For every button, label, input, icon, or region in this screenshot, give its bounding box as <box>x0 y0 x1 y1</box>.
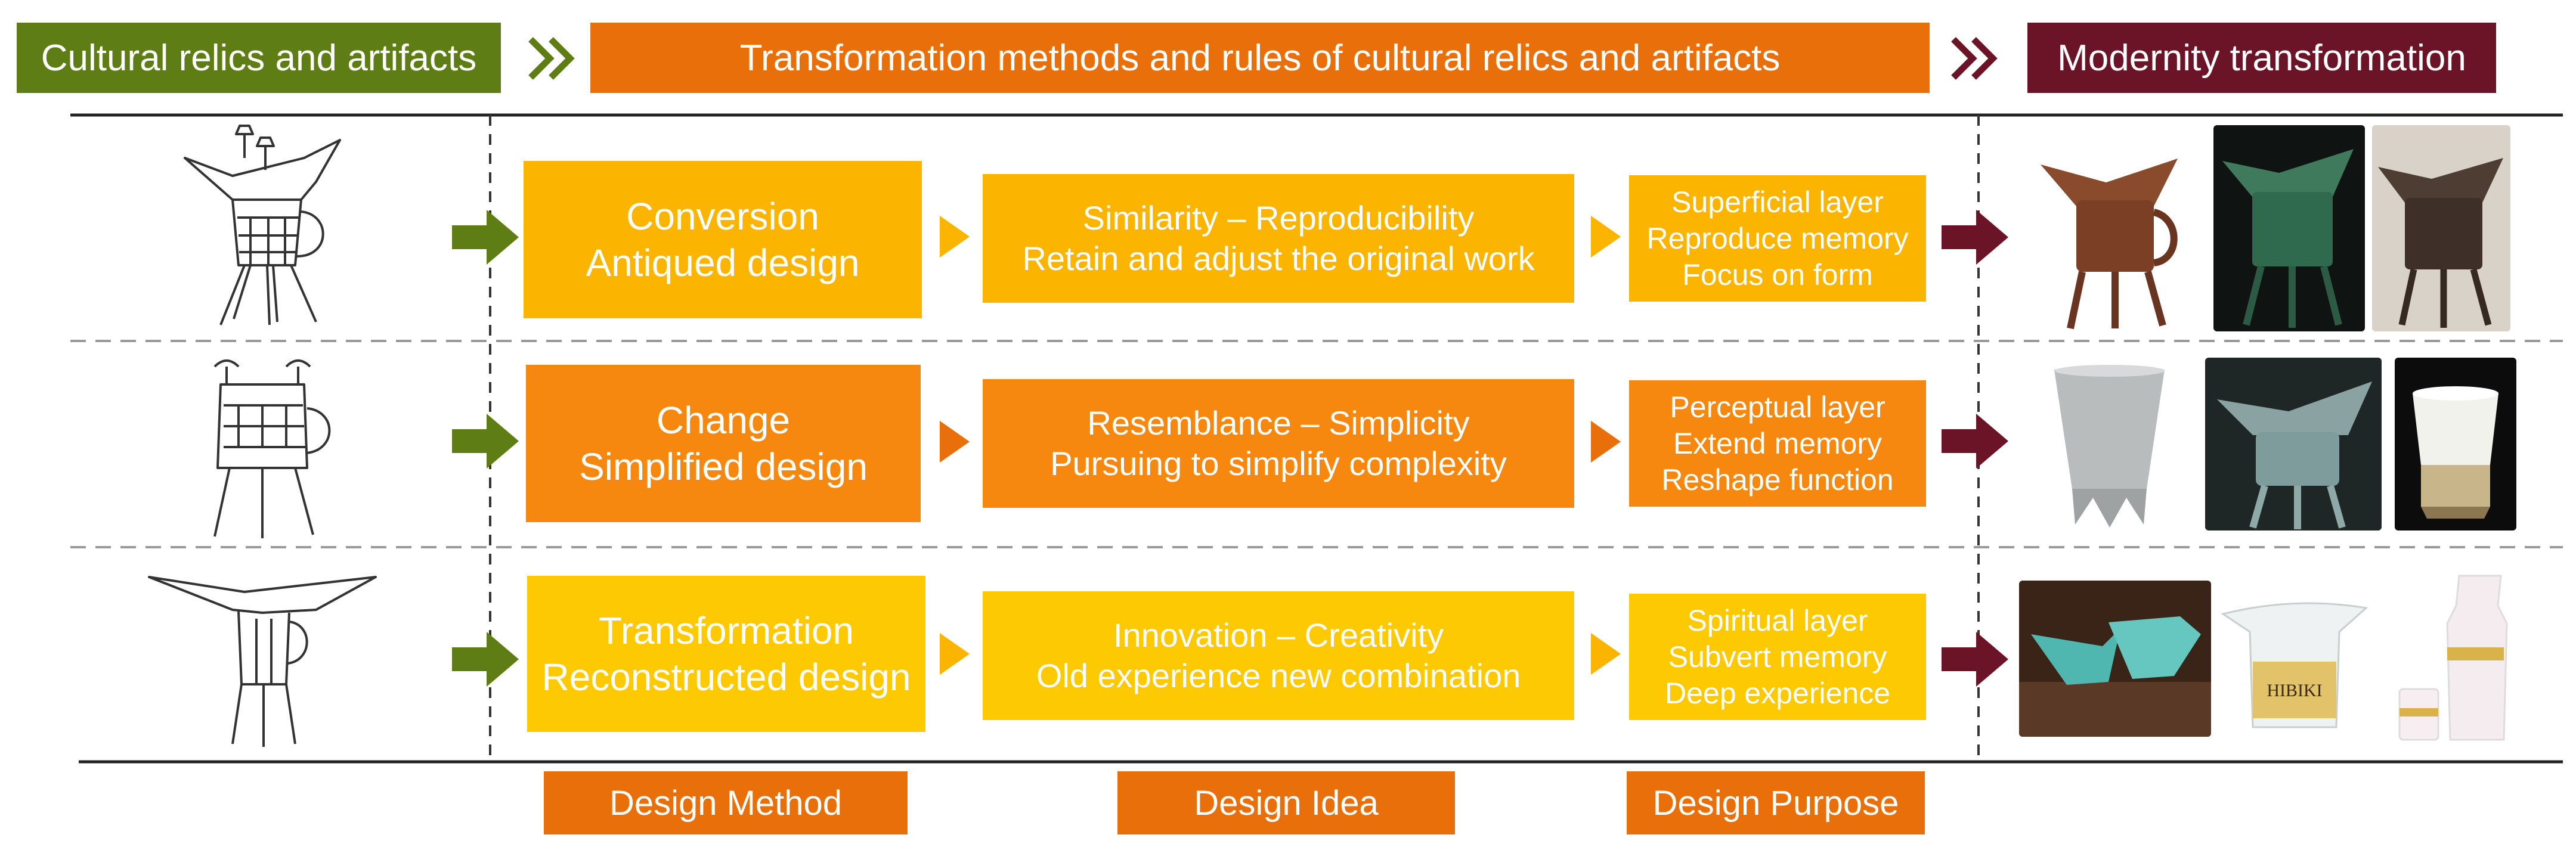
photo-sake-bottle-set <box>2388 570 2514 745</box>
idea-line: Pursuing to simplify complexity <box>1050 445 1507 482</box>
purpose-line: Reshape function <box>1661 463 1894 497</box>
idea-line: Similarity – Reproducibility <box>1082 198 1475 237</box>
idea-line: Resemblance – Simplicity <box>1087 404 1470 442</box>
method-title: Transformation <box>599 609 854 652</box>
label-design-idea: Design Idea <box>1117 771 1455 835</box>
purpose-line: Perceptual layer <box>1670 390 1885 424</box>
triangle-right-icon <box>1591 421 1621 463</box>
jue-vessel-sketch-patterned <box>197 349 346 539</box>
purpose-box-perceptual: Perceptual layer Extend memory Reshape f… <box>1629 380 1926 507</box>
triangle-right-icon <box>940 421 970 463</box>
idea-line: Innovation – Creativity <box>1113 616 1444 654</box>
idea-box-similarity: Similarity – Reproducibility Retain and … <box>983 174 1574 303</box>
arrow-right-icon <box>1942 632 2008 687</box>
method-box-conversion: Conversion Antiqued design <box>524 161 922 318</box>
double-chevron-icon <box>526 35 577 82</box>
purpose-line: Superficial layer <box>1671 185 1884 219</box>
purpose-line: Reproduce memory <box>1646 221 1909 255</box>
method-subtitle: Antiqued design <box>586 241 860 284</box>
header-modernity-transformation: Modernity transformation <box>2027 23 2496 93</box>
triangle-right-icon <box>940 633 970 675</box>
photo-silver-cup <box>2033 358 2186 531</box>
arrow-right-icon <box>452 414 519 469</box>
photo-glass-jue <box>2205 358 2382 531</box>
method-title: Change <box>656 398 791 442</box>
arrow-right-icon <box>1942 210 2008 265</box>
triangle-right-icon <box>940 216 970 258</box>
arrow-right-icon <box>452 210 519 265</box>
purpose-box-spiritual: Spiritual layer Subvert memory Deep expe… <box>1629 594 1926 720</box>
label-design-method: Design Method <box>544 771 908 835</box>
triangle-right-icon <box>1591 633 1621 675</box>
label-design-purpose: Design Purpose <box>1627 771 1925 835</box>
method-box-transformation: Transformation Reconstructed design <box>527 576 925 732</box>
purpose-line: Extend memory <box>1673 426 1883 460</box>
idea-line: Retain and adjust the original work <box>1022 240 1535 277</box>
photo-bronze-jue-replica <box>2035 135 2196 331</box>
jue-vessel-sketch-simple <box>143 565 382 750</box>
method-subtitle: Simplified design <box>579 445 868 488</box>
header-transformation-methods: Transformation methods and rules of cult… <box>590 23 1930 93</box>
photo-green-bronze-jue <box>2213 125 2365 331</box>
idea-box-innovation: Innovation – Creativity Old experience n… <box>983 591 1574 720</box>
photo-hibiki-glass: HIBIKI <box>2217 596 2372 737</box>
hibiki-label: HIBIKI <box>2267 681 2322 700</box>
purpose-line: Spiritual layer <box>1687 603 1868 637</box>
method-title: Conversion <box>626 194 819 238</box>
header-cultural-relics: Cultural relics and artifacts <box>17 23 501 93</box>
purpose-line: Subvert memory <box>1668 640 1887 674</box>
purpose-line: Focus on form <box>1682 258 1873 291</box>
photo-celadon-cups <box>2019 581 2211 737</box>
arrow-right-icon <box>452 632 519 687</box>
method-box-change: Change Simplified design <box>526 365 921 522</box>
idea-line: Old experience new combination <box>1036 657 1521 694</box>
jue-vessel-sketch-ornate <box>167 116 364 331</box>
method-subtitle: Reconstructed design <box>541 656 911 699</box>
arrow-right-icon <box>1942 414 2008 469</box>
purpose-box-superficial: Superficial layer Reproduce memory Focus… <box>1629 175 1926 302</box>
triangle-right-icon <box>1591 216 1621 258</box>
double-chevron-icon <box>1949 35 2000 82</box>
idea-box-resemblance: Resemblance – Simplicity Pursuing to sim… <box>983 379 1574 508</box>
photo-white-porcelain-cup <box>2395 358 2516 531</box>
purpose-line: Deep experience <box>1664 676 1891 710</box>
photo-dark-bronze-jue <box>2372 125 2510 331</box>
